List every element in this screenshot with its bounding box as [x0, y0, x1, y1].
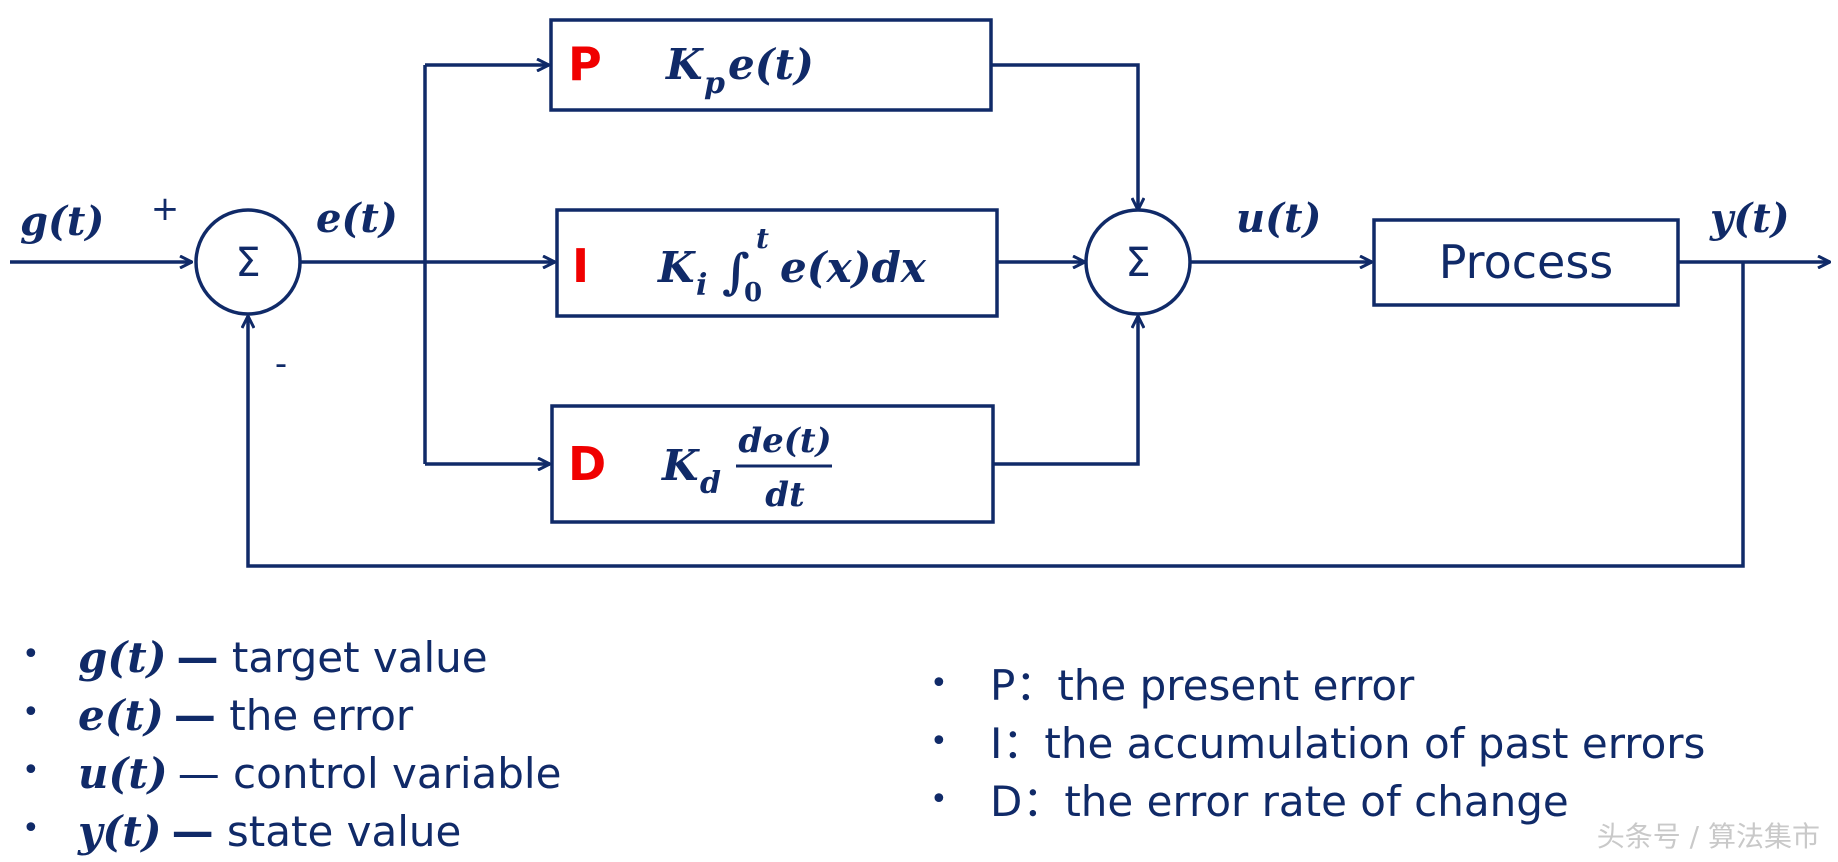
legend-item: u(t)— control variable: [78, 749, 561, 798]
i-expression: e(x)dx: [780, 243, 927, 292]
process-label: Process: [1439, 235, 1614, 289]
bullet: •: [22, 811, 40, 846]
derivative-block: D K d de(t) dt: [550, 404, 995, 524]
p-output-arrow: [991, 63, 1138, 210]
minus-sign: -: [275, 344, 287, 384]
summing-junction-left: Σ: [194, 208, 302, 316]
legend-item: I：the accumulation of past errors: [990, 719, 1705, 768]
sigma-symbol: Σ: [235, 240, 260, 286]
bullet: •: [22, 695, 40, 730]
proportional-block: P K p e(t): [549, 18, 993, 112]
summing-junction-right: Σ: [1084, 208, 1192, 316]
sigma-symbol: Σ: [1125, 240, 1150, 286]
signal-e-label: e(t): [316, 195, 398, 242]
plus-sign: +: [151, 189, 180, 229]
p-gain-subscript: p: [704, 66, 725, 101]
bullet: •: [930, 782, 948, 817]
d-output-arrow: [993, 316, 1138, 466]
legend-right: • P：the present error • I：the accumulati…: [930, 661, 1705, 826]
integral-upper-limit: t: [756, 222, 769, 255]
p-gain-K: K: [665, 40, 704, 89]
integral-sign: ∫: [722, 244, 750, 300]
signal-y-label: y(t): [1709, 195, 1790, 242]
feedback-arrow: [248, 262, 1745, 568]
legend-left: • g(t)— target value • e(t)— the error •…: [22, 633, 561, 856]
d-numerator: de(t): [738, 421, 831, 461]
watermark: 头条号 / 算法集市: [1597, 820, 1820, 853]
bullet: •: [930, 724, 948, 759]
legend-item: g(t)— target value: [78, 633, 488, 682]
signal-u-label: u(t): [1236, 195, 1321, 242]
d-gain-subscript: d: [700, 466, 721, 501]
legend-item: P：the present error: [990, 661, 1415, 710]
integral-lower-limit: 0: [744, 278, 762, 308]
d-denominator: dt: [765, 475, 805, 515]
process-block: Process: [1372, 218, 1680, 307]
d-tag: D: [568, 437, 606, 491]
bullet: •: [22, 753, 40, 788]
wires: [10, 63, 1830, 568]
i-gain-K: K: [657, 243, 696, 292]
d-gain-K: K: [661, 441, 700, 490]
i-gain-subscript: i: [696, 268, 707, 303]
signal-g-label: g(t): [20, 198, 104, 245]
bullet: •: [22, 637, 40, 672]
legend-item: y(t)— state value: [77, 807, 461, 856]
integral-block: I K i ∫ 0 t e(x)dx: [555, 208, 999, 318]
legend-item: e(t)— the error: [78, 691, 414, 740]
p-tag: P: [568, 37, 602, 91]
i-tag: I: [572, 239, 589, 293]
p-expression: e(t): [728, 40, 814, 89]
legend-item: D：the error rate of change: [990, 777, 1569, 826]
bullet: •: [930, 666, 948, 701]
